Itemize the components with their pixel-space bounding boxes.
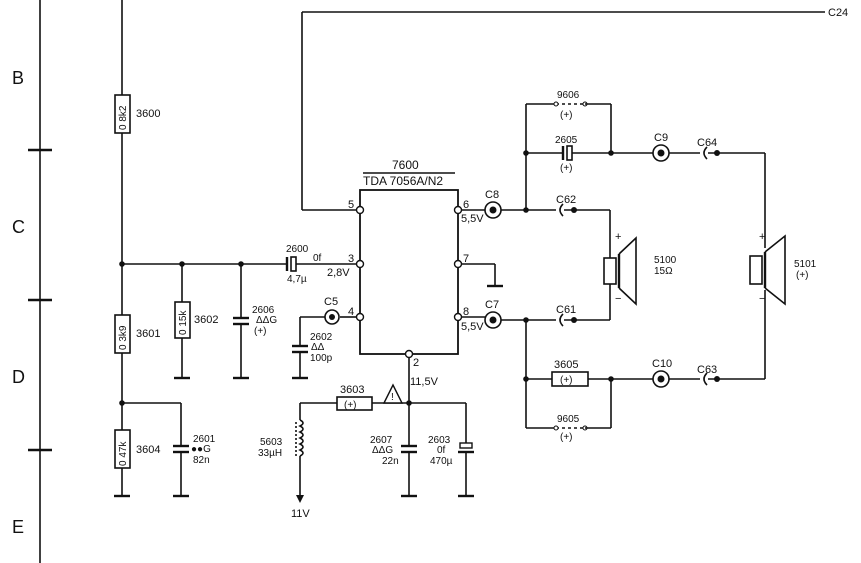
resistor-3605-ref: 3605 [554,359,578,371]
svg-text:!: ! [391,392,394,403]
jumper-9605-value: (+) [560,432,573,443]
speaker-5100-value: 15Ω [654,266,673,277]
cap-2602-value: 100p [310,353,333,364]
ic-7600: 7600 TDA 7056A/N2 5 3 4 6 7 8 2 2,8V 5,5… [327,158,503,388]
connector-c61: C61 [556,304,576,316]
jumper-9606-value: (+) [560,110,573,121]
volt-pin2: 11,5V [410,376,439,388]
cap-2600-value: 4,7µ [287,274,307,285]
speaker-5101-value: (+) [796,270,809,281]
resistor-3603 [336,396,373,411]
cap-2603-ref: 2603 [428,435,451,446]
speaker-5100-ref: 5100 [654,255,677,266]
cap-2603-mark: 0f [437,445,446,456]
connector-c64: C64 [697,137,717,149]
warning-icon [382,383,404,404]
cap-2607-value: 22n [382,456,399,467]
connector-c7: C7 [485,299,499,311]
c24-line: C24 [301,7,848,211]
cap-2602-mark: ΔΔ [311,342,325,353]
zone-label-c: C [12,217,25,237]
resistor-3605-value: (+) [560,375,573,386]
inductor-ref: 5603 [260,437,283,448]
ic-pin-4: 4 [348,306,354,318]
ic-pin-7: 7 [463,253,469,265]
ic-ref: 7600 [392,158,419,172]
cap-2606-value: (+) [254,326,267,337]
cap-2607-mark: ΔΔG [372,445,393,456]
resistor-3602-ref: 3602 [194,314,218,326]
cap-2605-value: (+) [560,163,573,174]
ic-pin-6: 6 [463,199,469,211]
supply-label: 11V [291,508,310,520]
output-pin6: C8 C62 9606 (+) 2605 (+) C9 C64 [462,90,766,248]
zone-ruler: B C D E [12,0,52,563]
zone-label-d: D [12,367,25,387]
pin4-network: C5 2602 ΔΔ 100p [292,296,356,380]
speaker-5101: + − 5101 (+) [749,231,817,306]
connector-c24: C24 [828,7,848,19]
supply-network: (+) 3603 ! 5603 33µH 11V 2607 ΔΔG 22n 26… [258,358,474,520]
connector-c5: C5 [324,296,338,308]
zone-label-e: E [12,517,24,537]
speaker-5101-minus: − [759,293,765,305]
resistor-3600-ref: 3600 [136,108,160,120]
volt-pin8: 5,5V [461,321,484,333]
speaker-5100: + − 5100 15Ω [603,231,677,306]
connector-c10: C10 [652,358,672,370]
ic-pin-3: 3 [348,253,354,265]
speaker-5101-plus: + [759,231,765,243]
jumper-9606-ref: 9606 [557,90,580,101]
cap-2606-mark: ΔΔG [256,315,277,326]
jumper-9605-ref: 9605 [557,414,580,425]
ic-type: TDA 7056A/N2 [363,174,443,188]
cap-2606-ref: 2606 [252,305,275,316]
ic-pin-5: 5 [348,199,354,211]
inductor-5603 [298,419,304,457]
cap-2601-value: 82n [193,455,210,466]
resistor-3603-ref: 3603 [340,384,364,396]
connector-c63: C63 [697,364,717,376]
cap-2600-ref: 2600 [286,244,309,255]
cap-2600-mark: 0f [313,253,322,264]
inductor-value: 33µH [258,448,282,459]
connector-c8: C8 [485,189,499,201]
resistor-3601-value: 0 3k9 [118,325,129,350]
cap-2605-ref: 2605 [555,135,578,146]
resistor-3600-value: 0 8k2 [118,105,129,130]
resistor-3604-value: 0 47k [118,441,129,466]
input-network: 0 8k2 3600 0 3k9 3601 0 47k 3604 0 15k 3… [114,0,356,498]
speaker-5100-minus: − [615,293,621,305]
connector-c9: C9 [654,132,668,144]
ic-pin-8: 8 [463,306,469,318]
connector-c62: C62 [556,194,576,206]
resistor-3602-value: 0 15k [178,310,189,335]
cap-2601-mark: ●●G [191,444,211,455]
resistor-3601-ref: 3601 [136,328,160,340]
resistor-3603-value: (+) [344,400,357,411]
speaker-5100-plus: + [615,231,621,243]
output-pin8: C7 C61 (+) 3605 C10 C63 9605 (+) [462,290,766,443]
zone-label-b: B [12,68,24,88]
cap-2602-ref: 2602 [310,332,333,343]
ic-pin-2: 2 [413,357,419,369]
volt-pin3: 2,8V [327,267,350,279]
cap-2607-ref: 2607 [370,435,393,446]
speaker-5101-ref: 5101 [794,259,817,270]
cap-2601-ref: 2601 [193,434,216,445]
resistor-3604-ref: 3604 [136,444,160,456]
ic-body [359,189,459,355]
cap-2603-value: 470µ [430,456,453,467]
volt-pin6: 5,5V [461,213,484,225]
